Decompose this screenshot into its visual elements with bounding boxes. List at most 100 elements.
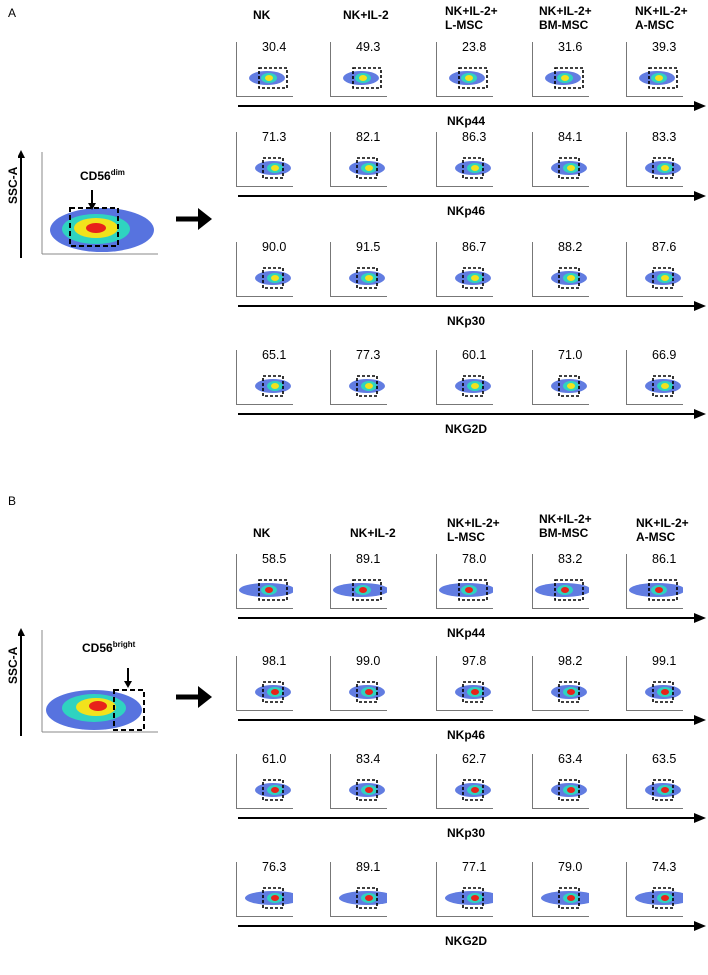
flow-plot: [436, 656, 493, 711]
percentage-value: 76.3: [262, 860, 287, 874]
panel-letter: B: [8, 494, 17, 508]
flow-plot: [330, 554, 387, 609]
flow-plot: [236, 656, 293, 711]
flow-plot: [330, 350, 387, 405]
percentage-value: 23.8: [462, 40, 487, 54]
flow-plot: [236, 350, 293, 405]
percentage-value: 86.1: [652, 552, 677, 566]
flow-plot: [436, 242, 493, 297]
percentage-value: 89.1: [356, 552, 381, 566]
flow-plot: [236, 554, 293, 609]
flow-plot: [436, 754, 493, 809]
percentage-value: 83.2: [558, 552, 583, 566]
flow-plot: [532, 754, 589, 809]
marker-label: NKp30: [446, 826, 485, 840]
flow-plot: [236, 862, 293, 917]
percentage-value: 31.6: [558, 40, 583, 54]
marker-label: NKp44: [446, 114, 485, 128]
percentage-value: 91.5: [356, 240, 381, 254]
marker-axis-arrow: [238, 301, 706, 311]
percentage-value: 99.0: [356, 654, 381, 668]
flow-plot: [330, 656, 387, 711]
column-header-a-msc: NK+IL-2+ A-MSC: [636, 516, 689, 544]
flow-plot: [532, 350, 589, 405]
percentage-value: 62.7: [462, 752, 487, 766]
percentage-value: 87.6: [652, 240, 677, 254]
marker-axis-arrow: [238, 813, 706, 823]
percentage-value: 63.5: [652, 752, 677, 766]
flow-plot: [236, 754, 293, 809]
marker-label: NKp44: [446, 626, 485, 640]
percentage-value: 77.3: [356, 348, 381, 362]
panel-letter: A: [8, 6, 17, 20]
column-header-nk-il2: NK+IL-2: [343, 8, 389, 22]
flow-plot: [436, 132, 493, 187]
percentage-value: 98.1: [262, 654, 287, 668]
column-header-nk: NK: [253, 526, 271, 540]
ssc-axis-arrow: [18, 150, 25, 258]
marker-label: NKp46: [446, 728, 485, 742]
percentage-value: 86.7: [462, 240, 487, 254]
flow-plot: [236, 132, 293, 187]
flow-plot: [330, 862, 387, 917]
flow-plot: [626, 862, 683, 917]
flow-plot: [330, 242, 387, 297]
flow-plot: [236, 42, 293, 97]
percentage-value: 79.0: [558, 860, 583, 874]
marker-axis-arrow: [238, 101, 706, 111]
column-header-a-msc: NK+IL-2+ A-MSC: [635, 4, 688, 32]
percentage-value: 66.9: [652, 348, 677, 362]
flow-plot: [532, 242, 589, 297]
percentage-value: 39.3: [652, 40, 677, 54]
flow-plot: [532, 132, 589, 187]
percentage-value: 98.2: [558, 654, 583, 668]
percentage-value: 71.3: [262, 130, 287, 144]
column-header-bm-msc: NK+IL-2+ BM-MSC: [539, 4, 592, 32]
column-header-l-msc: NK+IL-2+ L-MSC: [445, 4, 498, 32]
flow-plot: [436, 42, 493, 97]
percentage-value: 65.1: [262, 348, 287, 362]
percentage-value: 71.0: [558, 348, 583, 362]
flow-plot: [626, 350, 683, 405]
percentage-value: 83.4: [356, 752, 381, 766]
flow-plot: [532, 42, 589, 97]
percentage-value: 74.3: [652, 860, 677, 874]
column-header-nk-il2: NK+IL-2: [350, 526, 396, 540]
flow-plot: [436, 862, 493, 917]
percentage-value: 58.5: [262, 552, 287, 566]
percentage-value: 78.0: [462, 552, 487, 566]
gate-label: CD56bright: [82, 640, 136, 655]
percentage-value: 97.8: [462, 654, 487, 668]
flow-plot: [330, 42, 387, 97]
ssc-axis-arrow: [18, 628, 25, 736]
flow-plot: [532, 554, 589, 609]
marker-axis-arrow: [238, 191, 706, 201]
marker-axis-arrow: [238, 409, 706, 419]
percentage-value: 86.3: [462, 130, 487, 144]
flow-plot: [626, 656, 683, 711]
gate-to-grid-arrow: [176, 208, 212, 230]
marker-axis-arrow: [238, 921, 706, 931]
flow-plot: [532, 656, 589, 711]
marker-label: NKG2D: [444, 934, 487, 948]
panel-a: A SSC-A CD56dim NK NK+IL-2 NK+IL-2+ L-MS…: [0, 0, 708, 480]
flow-plot: [436, 554, 493, 609]
percentage-value: 77.1: [462, 860, 487, 874]
flow-plot: [626, 554, 683, 609]
flow-plot: [532, 862, 589, 917]
flow-plot: [626, 42, 683, 97]
marker-axis-arrow: [238, 613, 706, 623]
marker-label: NKp30: [446, 314, 485, 328]
flow-plot: [626, 754, 683, 809]
flow-plot: [236, 242, 293, 297]
percentage-value: 84.1: [558, 130, 583, 144]
percentage-value: 88.2: [558, 240, 583, 254]
column-header-l-msc: NK+IL-2+ L-MSC: [447, 516, 500, 544]
marker-label: NKp46: [446, 204, 485, 218]
percentage-value: 99.1: [652, 654, 677, 668]
gate-to-grid-arrow: [176, 686, 212, 708]
percentage-value: 82.1: [356, 130, 381, 144]
panel-b: B SSC-A CD56bright NK NK+IL-2 NK+IL-2+ L…: [0, 488, 708, 975]
gate-label: CD56dim: [80, 168, 125, 183]
percentage-value: 49.3: [356, 40, 381, 54]
